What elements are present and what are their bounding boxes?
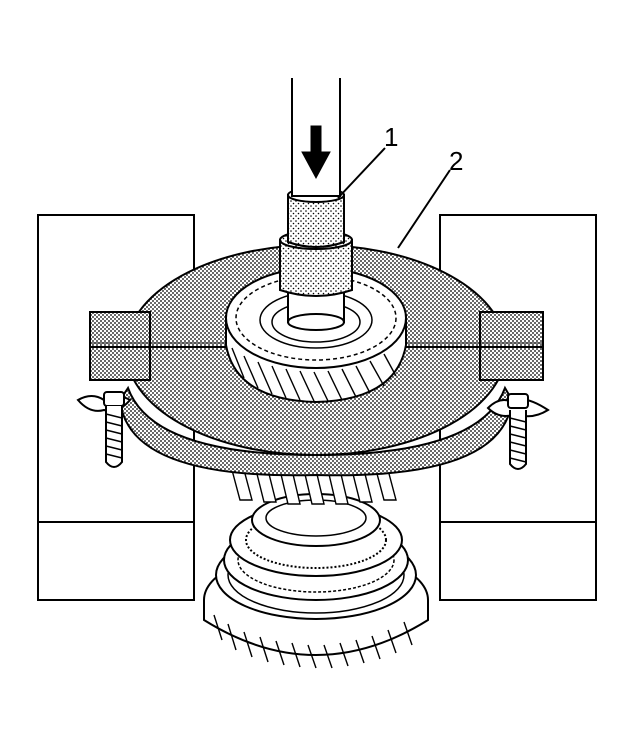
left-wing-bolt (76, 391, 132, 468)
callout-label-2: 2 (449, 146, 464, 176)
callout-1-leader (337, 147, 386, 199)
press-direction-arrow (301, 125, 331, 180)
lower-gear-cluster (203, 469, 429, 669)
callout-label-1: 1 (384, 122, 399, 152)
right-wing-bolt (486, 393, 550, 470)
installer-tool (279, 72, 353, 331)
callout-2-leader (397, 169, 451, 249)
